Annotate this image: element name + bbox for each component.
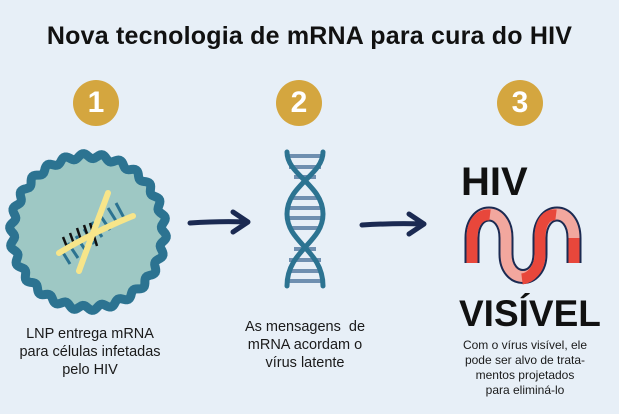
visivel-heading: VISÍVEL [459, 293, 601, 334]
caption-line: Com o vírus visível, ele [462, 338, 588, 352]
step-3-badge: 3 [497, 80, 543, 126]
hiv-heading: HIV [461, 160, 528, 204]
rna-wave-icon [464, 206, 582, 285]
caption-line: LNP entrega mRNA [26, 326, 154, 342]
step-2-badge: 2 [276, 80, 322, 126]
caption-line: pode ser alvo de trata- [464, 353, 586, 367]
step-3-caption: Com o vírus visível, ele pode ser alvo d… [440, 338, 610, 398]
page-title: Nova tecnologia de mRNA para cura do HIV [46, 22, 573, 50]
caption-line: mRNA acordam o [247, 337, 363, 353]
arrow-right-icon [359, 211, 427, 237]
caption-line: mentos projetados [475, 368, 575, 382]
arrow-right-icon [187, 209, 251, 235]
step-1-caption: LNP entrega mRNA para células infetadas … [0, 325, 180, 379]
step-2-caption: As mensagens de mRNA acordam o vírus lat… [220, 318, 390, 372]
caption-line: pelo HIV [62, 362, 118, 378]
caption-line: para eliminá-lo [485, 383, 565, 397]
lnp-cell-icon [5, 149, 171, 315]
dna-helix-icon [284, 149, 326, 289]
cell-membrane [5, 149, 171, 315]
caption-line: As mensagens de [244, 319, 366, 335]
caption-line: vírus latente [265, 355, 345, 371]
caption-line: para células infetadas [19, 344, 161, 360]
step-1-badge: 1 [73, 80, 119, 126]
